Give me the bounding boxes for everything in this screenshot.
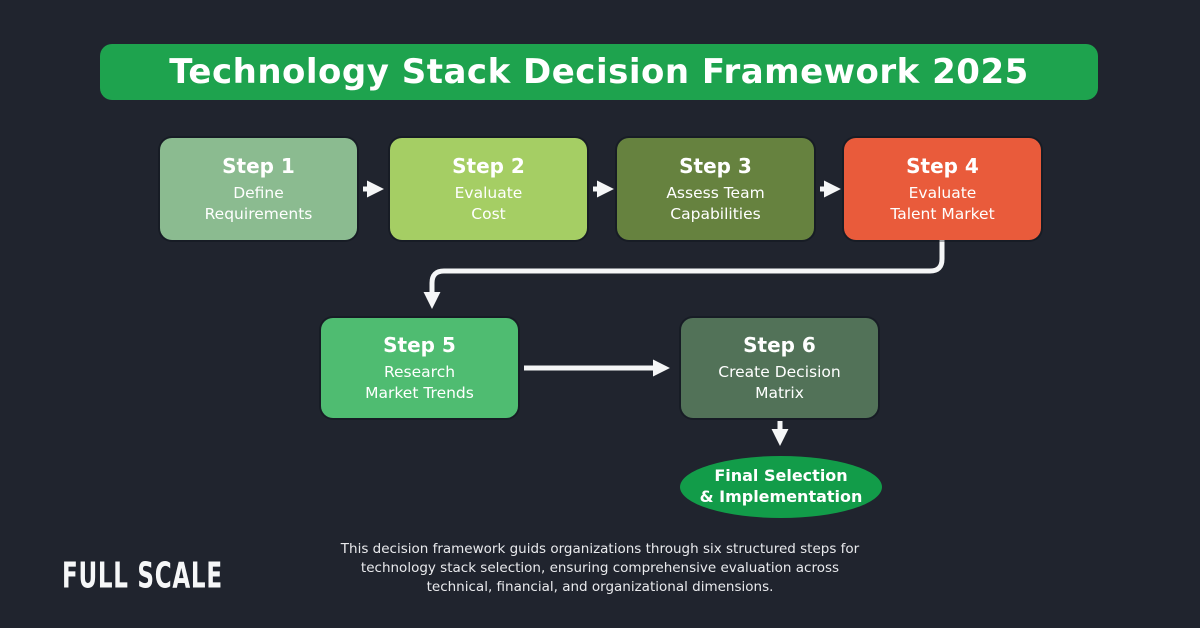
step-description: Define Requirements [204,184,313,223]
step-label: Step 1 [222,154,295,179]
step-description: Evaluate Cost [454,184,523,223]
step-box-6: Step 6 Create Decision Matrix [681,318,878,418]
step-box-4: Step 4 Evaluate Talent Market [844,138,1041,240]
step-box-5: Step 5 Research Market Trends [321,318,518,418]
step-box-2: Step 2 Evaluate Cost [390,138,587,240]
step-description: Research Market Trends [365,363,474,402]
step-label: Step 5 [383,333,456,358]
step-box-3: Step 3 Assess Team Capabilities [617,138,814,240]
step-label: Step 3 [679,154,752,179]
step-label: Step 2 [452,154,525,179]
connector-step4-step5-elbow [423,240,945,309]
title-banner: Technology Stack Decision Framework 2025 [100,44,1098,100]
step-label: Step 6 [743,333,816,358]
final-selection-node: Final Selection & Implementation [680,456,882,518]
step-description: Assess Team Capabilities [666,184,765,223]
page-title: Technology Stack Decision Framework 2025 [169,52,1029,92]
final-selection-label: Final Selection & Implementation [699,466,863,506]
step-description: Evaluate Talent Market [890,184,995,223]
step-description: Create Decision Matrix [718,363,841,402]
step-label: Step 4 [906,154,979,179]
step-box-1: Step 1 Define Requirements [160,138,357,240]
brand-logo: FULL SCALE [62,553,223,597]
footer-description: This decision framework guids organizati… [340,541,860,596]
